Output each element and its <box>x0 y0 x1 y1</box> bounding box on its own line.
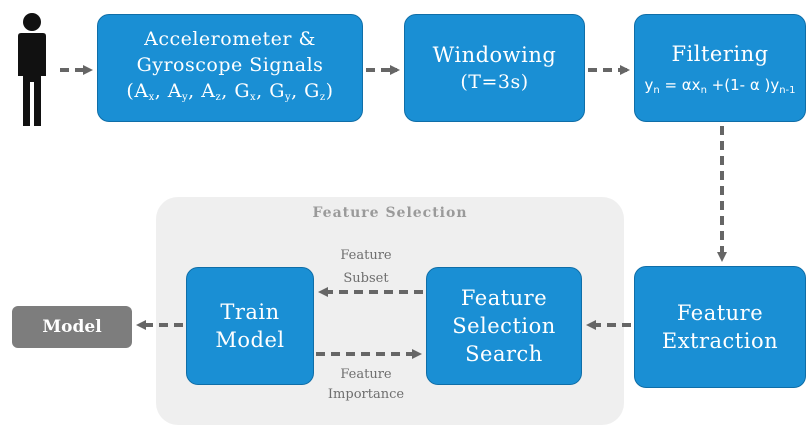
train-line2: Model <box>215 328 285 352</box>
signals-formula: (Ax, Ay, Az, Gx, Gy, Gz) <box>126 79 334 103</box>
signals-box: Accelerometer & Gyroscope Signals (Ax, A… <box>97 14 363 122</box>
subset-label: Feature Subset <box>318 244 414 290</box>
filtering-label: Filtering <box>671 42 769 66</box>
person-icon <box>18 13 46 126</box>
extraction-line1: Feature <box>676 301 764 325</box>
signals-line1: Accelerometer & <box>144 27 316 50</box>
signals-line2: Gyroscope Signals <box>136 53 324 76</box>
extraction-line2: Extraction <box>661 329 779 353</box>
train-box: Train Model <box>186 267 314 385</box>
search-box: Feature Selection Search <box>426 267 582 385</box>
subset-line2: Subset <box>343 271 389 286</box>
importance-label: Feature Importance <box>318 365 414 405</box>
model-box: Model <box>12 306 132 348</box>
windowing-box: Windowing (T=3s) <box>404 14 585 122</box>
filtering-box: Filtering yn = αxn +(1- α )yn-1 <box>634 14 806 122</box>
extraction-box: Feature Extraction <box>634 266 806 388</box>
search-line3: Search <box>465 342 543 366</box>
subset-line1: Feature <box>340 248 392 263</box>
filtering-formula: yn = αxn +(1- α )yn-1 <box>644 76 796 96</box>
importance-line1: Feature <box>340 367 392 382</box>
search-line2: Selection <box>452 314 556 338</box>
search-line1: Feature <box>460 286 548 310</box>
train-line1: Train <box>220 300 280 324</box>
importance-line2: Importance <box>327 387 405 402</box>
panel-title: Feature Selection <box>312 205 468 221</box>
windowing-line1: Windowing <box>432 43 557 67</box>
windowing-line2: (T=3s) <box>460 71 529 93</box>
